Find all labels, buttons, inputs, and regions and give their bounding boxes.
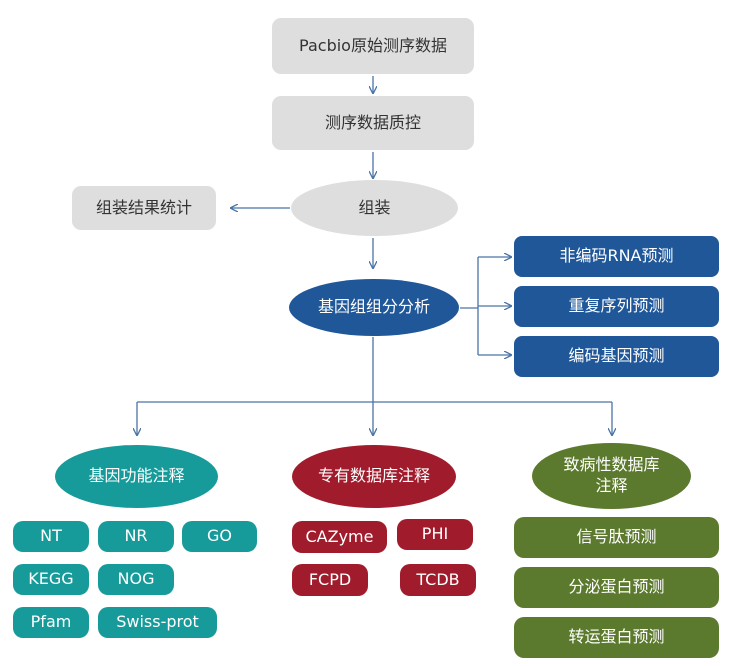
ncrna-prediction-label: 非编码RNA预测 [559,246,674,266]
component-analysis-node: 基因组组分分析 [289,279,459,336]
gene-prediction-node: 编码基因预测 [514,336,719,377]
function-item: NT [13,521,89,552]
function-item-label: NT [40,526,62,546]
special-item-label: FCPD [308,569,352,589]
function-item-label: KEGG [28,569,74,589]
special-annotation-label: 专有数据库注释 [317,466,430,486]
pathogenic-item-label: 分泌蛋白预测 [568,577,665,597]
qc-node: 测序数据质控 [272,96,474,150]
function-item-label: GO [207,526,232,546]
special-item: TCDB [400,564,476,596]
special-item: CAZyme [292,521,387,553]
function-item-label: NR [124,526,148,546]
pathogenic-annotation-label-line1: 致病性数据库 [563,455,660,475]
pathogenic-item: 转运蛋白预测 [514,617,719,658]
assembly-label: 组装 [358,197,391,217]
pathogenic-item-label: 信号肽预测 [576,527,657,547]
raw-data-label: Pacbio原始测序数据 [299,35,447,55]
function-item: NOG [98,564,174,595]
repeat-prediction-node: 重复序列预测 [514,286,719,327]
function-item: Swiss-prot [98,607,217,638]
pathogenic-annotation-label-line2: 注释 [595,476,628,495]
pathogenic-item-label: 转运蛋白预测 [568,627,665,647]
function-annotation-label: 基因功能注释 [88,466,185,486]
pathogenic-annotation-node: 致病性数据库 注释 [532,443,691,509]
function-item: KEGG [13,564,89,595]
special-item: PHI [397,519,473,550]
function-item-label: Swiss-prot [116,612,199,632]
component-analysis-label: 基因组组分分析 [317,297,430,317]
function-item-label: Pfam [30,612,72,632]
function-item: NR [98,521,174,552]
ncrna-prediction-node: 非编码RNA预测 [514,236,719,277]
special-item-label: PHI [421,524,449,544]
gene-prediction-label: 编码基因预测 [568,346,665,366]
pathogenic-item: 分泌蛋白预测 [514,567,719,608]
assembly-node: 组装 [291,180,458,236]
function-annotation-node: 基因功能注释 [55,445,218,508]
raw-data-node: Pacbio原始测序数据 [272,18,474,74]
pathogenic-item: 信号肽预测 [514,517,719,558]
function-item: GO [182,521,257,552]
assembly-stats-label: 组装结果统计 [95,197,192,217]
function-item-label: NOG [117,569,155,589]
function-item: Pfam [13,607,89,638]
special-item-label: CAZyme [305,526,374,546]
repeat-prediction-label: 重复序列预测 [568,296,665,316]
assembly-stats-node: 组装结果统计 [72,186,216,230]
special-item: FCPD [292,564,368,596]
qc-label: 测序数据质控 [324,112,421,132]
special-annotation-node: 专有数据库注释 [292,445,456,508]
special-item-label: TCDB [416,569,460,589]
